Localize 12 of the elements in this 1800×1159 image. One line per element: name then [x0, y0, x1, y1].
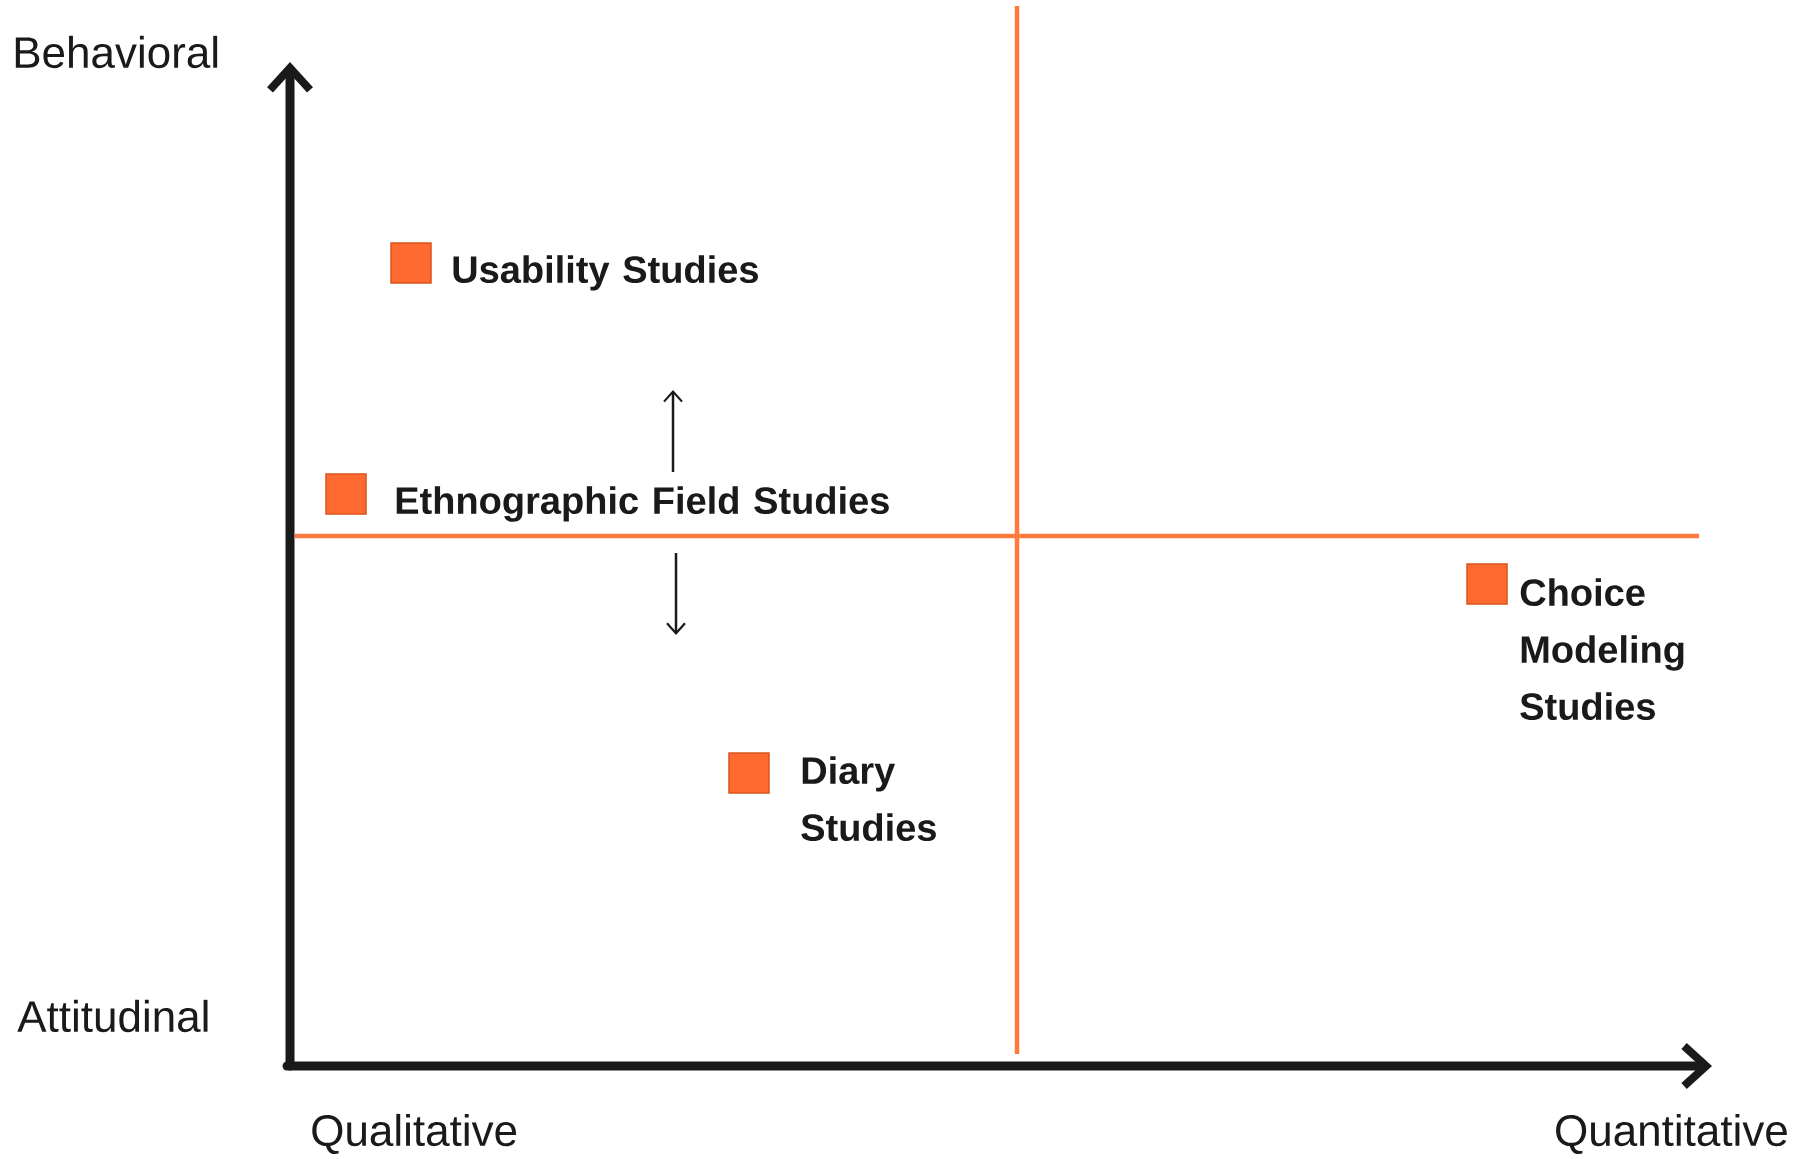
study-label: Usability Studies — [453, 255, 758, 291]
study-label: Choice Modeling Studies — [1520, 578, 1684, 721]
square-marker — [728, 752, 770, 794]
axis-label: Behavioral — [15, 35, 218, 69]
axis-label: Qualitative — [312, 1113, 517, 1155]
axis-label: Quantitative — [1556, 1113, 1787, 1155]
square-marker — [325, 473, 367, 515]
axis-label: Attitudinal — [17, 999, 208, 1033]
square-marker — [1466, 563, 1508, 605]
square-marker — [390, 242, 432, 284]
study-label: Ethnographic Field Studies — [396, 486, 889, 522]
study-label: Diary Studies — [801, 756, 936, 842]
